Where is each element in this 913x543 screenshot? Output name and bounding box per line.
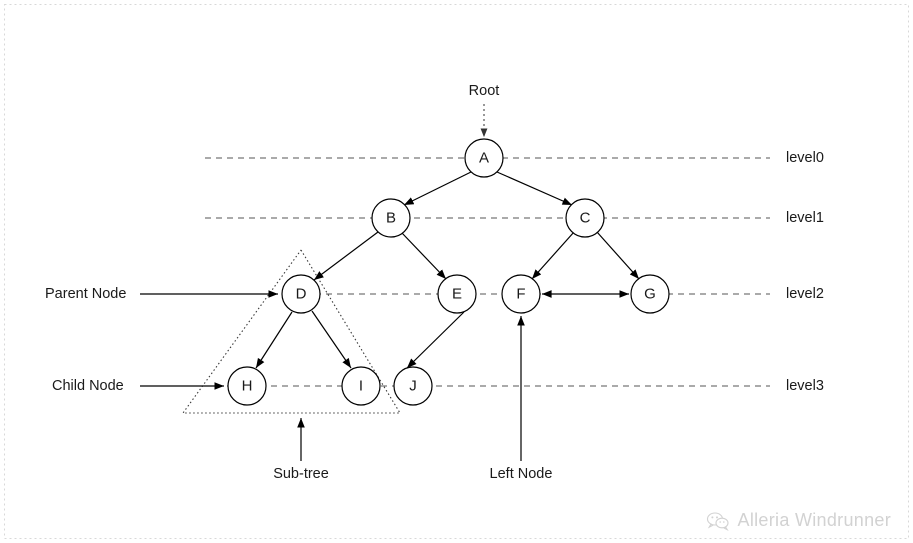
tree-node-j[interactable]: J — [393, 366, 433, 406]
annotation-label-parent-node: Parent Node — [45, 286, 126, 302]
level-label-2: level2 — [786, 286, 824, 302]
node-circle-d[interactable] — [281, 274, 321, 314]
level-label-0: level0 — [786, 150, 824, 166]
watermark: Alleria Windrunner — [706, 510, 891, 531]
annotation-label-sub-tree: Sub-tree — [273, 466, 329, 482]
tree-node-a[interactable]: A — [464, 138, 504, 178]
node-circle-b[interactable] — [371, 198, 411, 238]
annotation-lines-group — [140, 104, 525, 461]
tree-node-e[interactable]: E — [437, 274, 477, 314]
node-label-h: H — [242, 378, 253, 395]
edge-c-f — [531, 231, 575, 280]
tree-nodes-group: A B C D E F G — [227, 138, 670, 406]
tree-node-g[interactable]: G — [630, 274, 670, 314]
level-label-1: level1 — [786, 210, 824, 226]
annotation-label-child-node: Child Node — [52, 378, 124, 394]
node-label-f: F — [516, 286, 525, 303]
annotation-label-root: Root — [469, 83, 500, 99]
node-circle-c[interactable] — [565, 198, 605, 238]
annotation-label-left-node: Left Node — [490, 466, 553, 482]
tree-node-i[interactable]: I — [341, 366, 381, 406]
edge-b-e — [401, 232, 447, 280]
node-circle-i[interactable] — [341, 366, 381, 406]
node-circle-e[interactable] — [437, 274, 477, 314]
node-label-a: A — [479, 150, 489, 167]
node-circle-j[interactable] — [393, 366, 433, 406]
watermark-text: Alleria Windrunner — [737, 510, 891, 530]
edge-d-h — [255, 311, 293, 369]
node-label-b: B — [386, 210, 396, 227]
node-label-e: E — [452, 286, 462, 303]
page-border — [4, 4, 909, 539]
tree-node-d[interactable]: D — [281, 274, 321, 314]
node-label-g: G — [644, 286, 656, 303]
node-circle-f[interactable] — [501, 274, 541, 314]
level-labels-group: level0 level1 level2 level3 — [786, 150, 824, 394]
sub-tree-triangle — [181, 249, 401, 414]
tree-node-h[interactable]: H — [227, 366, 267, 406]
node-label-d: D — [296, 286, 307, 303]
edge-a-c — [496, 171, 573, 206]
edge-c-g — [596, 231, 640, 280]
node-circle-a[interactable] — [464, 138, 504, 178]
tree-node-c[interactable]: C — [565, 198, 605, 238]
node-label-i: I — [359, 378, 363, 395]
tree-node-b[interactable]: B — [371, 198, 411, 238]
annotation-labels-group: Root Parent Node Child Node Sub-tree Lef… — [45, 83, 552, 482]
node-circle-h[interactable] — [227, 366, 267, 406]
level-label-3: level3 — [786, 378, 824, 394]
node-label-j: J — [409, 378, 417, 395]
edge-b-d — [313, 231, 379, 281]
node-circle-g[interactable] — [630, 274, 670, 314]
level-lines-group — [205, 157, 770, 387]
tree-edges-group — [255, 171, 640, 369]
tree-node-f[interactable]: F — [501, 274, 541, 314]
node-label-c: C — [580, 210, 591, 227]
wechat-icon — [706, 511, 729, 531]
edge-e-j — [406, 311, 465, 369]
edge-d-i — [311, 310, 352, 369]
edge-a-b — [403, 171, 472, 206]
